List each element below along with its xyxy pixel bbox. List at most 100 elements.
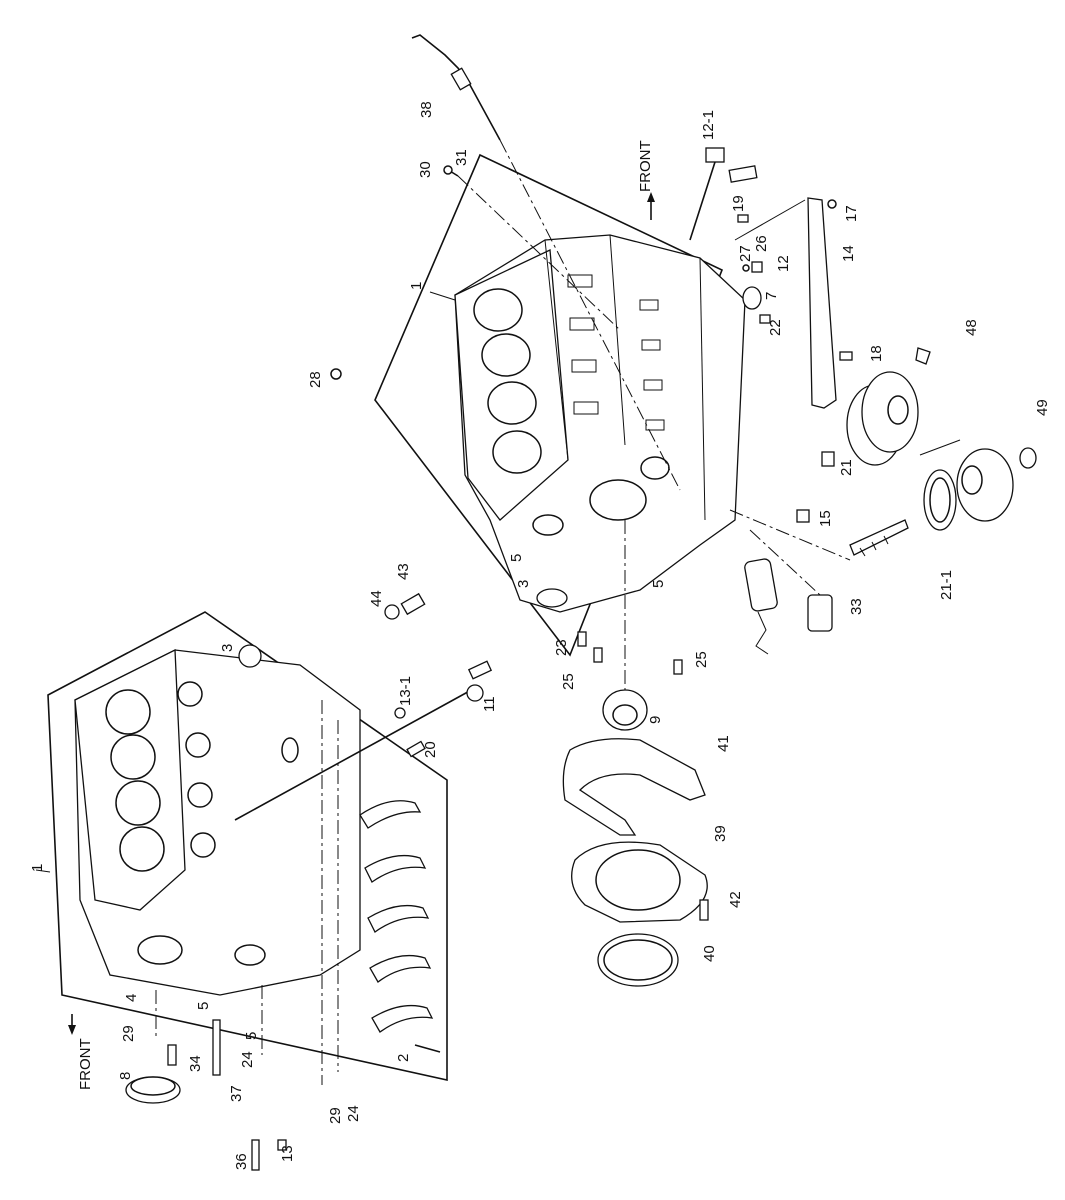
port	[639, 299, 659, 311]
boss	[532, 514, 564, 536]
dowel	[673, 659, 683, 675]
upper-block-frame	[374, 153, 724, 657]
dowel	[577, 631, 587, 647]
callout-9: 9	[647, 716, 664, 724]
callout-48: 48	[963, 319, 980, 336]
rear-cover-gasket	[562, 738, 706, 836]
studs	[155, 985, 287, 1171]
callout-24-a: 24	[239, 1051, 256, 1068]
callout-20: 20	[422, 741, 439, 758]
callout-38: 38	[418, 101, 435, 118]
oil-pressure-sender	[689, 147, 758, 241]
callout-40: 40	[701, 945, 718, 962]
callout-4: 4	[123, 994, 140, 1002]
bracket	[796, 509, 810, 523]
drain-plug	[749, 529, 833, 632]
callout-34: 34	[187, 1055, 204, 1072]
callout-13-1: 13-1	[397, 676, 414, 706]
callout-5-c: 5	[195, 1002, 212, 1010]
main-bearing-caps	[359, 800, 434, 1033]
dipstick-tube	[443, 165, 621, 331]
dipstick	[411, 34, 681, 491]
upper-engine-block	[374, 153, 746, 657]
callout-21: 21	[838, 459, 855, 476]
callout-22: 22	[767, 319, 784, 336]
lower-block-deck	[74, 648, 186, 911]
callout-11: 11	[481, 696, 498, 712]
callout-29-a: 29	[120, 1025, 137, 1042]
cylinder-bore	[481, 333, 531, 377]
cylinder-bore	[473, 288, 523, 332]
callout-14: 14	[840, 245, 857, 262]
callout-15: 15	[817, 510, 834, 527]
callout-7: 7	[763, 292, 780, 300]
oil-cooler-housing	[923, 448, 1014, 531]
cylinder-bore	[487, 381, 537, 425]
front-arrows	[68, 192, 655, 1035]
rear-main-seal-housing	[571, 841, 709, 923]
callout-37: 37	[228, 1085, 245, 1102]
callout-2: 2	[395, 1054, 412, 1062]
port	[569, 317, 595, 331]
callout-1-upper: 1	[408, 282, 425, 290]
callout-33: 33	[848, 598, 865, 615]
callout-30: 30	[417, 161, 434, 178]
callout-group: 38 30 31 12-1 19 17 27 26 12 14 7 22 48 …	[29, 101, 1051, 1170]
callout-5-b: 5	[650, 580, 667, 588]
callout-13: 13	[279, 1145, 296, 1162]
callout-29-b: 29	[327, 1107, 344, 1124]
front-label-lower: FRONT	[77, 1038, 94, 1090]
lower-engine-block	[47, 611, 448, 1081]
dowel	[593, 647, 603, 663]
port	[643, 379, 663, 391]
callout-5-d: 5	[243, 1032, 260, 1040]
callout-26: 26	[753, 235, 770, 252]
cylinder-bore	[492, 430, 542, 474]
callout-39: 39	[712, 825, 729, 842]
callout-23: 23	[553, 639, 570, 656]
leader-lines	[35, 291, 961, 873]
callout-31: 31	[453, 149, 470, 166]
filter-nipple	[821, 451, 835, 467]
port	[645, 419, 665, 431]
callout-3-lower: 3	[219, 644, 236, 652]
callout-27: 27	[737, 245, 754, 262]
rear-seal	[602, 520, 648, 731]
port	[641, 339, 661, 351]
port	[573, 401, 599, 415]
lower-block-frame	[47, 611, 448, 1081]
knock-sensor	[744, 558, 778, 655]
oil-pan-rail-gasket	[734, 197, 837, 409]
cylinder-bore	[115, 780, 161, 826]
callout-1-lower: 1	[29, 864, 46, 872]
cylinder-bore	[119, 826, 165, 872]
callout-21-1: 21-1	[938, 570, 955, 600]
callout-49: 49	[1034, 399, 1051, 416]
port	[571, 359, 597, 373]
callout-24-b: 24	[345, 1105, 362, 1122]
callout-25-b: 25	[693, 651, 710, 668]
callout-19: 19	[730, 195, 747, 212]
cylinder-bore	[110, 734, 156, 780]
rear-main-seal	[597, 933, 679, 987]
front-label-upper: FRONT	[637, 140, 654, 192]
callout-17: 17	[843, 205, 860, 222]
lower-hardware	[234, 592, 493, 1085]
callout-18: 18	[868, 345, 885, 362]
callout-5-a: 5	[508, 554, 525, 562]
filter-stud	[729, 509, 909, 561]
callout-8: 8	[117, 1072, 134, 1080]
small-hardware	[330, 214, 1037, 469]
callout-25-a: 25	[560, 673, 577, 690]
callout-43: 43	[395, 563, 412, 580]
cylinder-bore	[105, 689, 151, 735]
callout-36: 36	[233, 1153, 250, 1170]
oil-filter	[846, 371, 919, 466]
rear-main-boss	[589, 479, 647, 521]
callout-44: 44	[368, 590, 385, 607]
callout-41: 41	[715, 735, 732, 752]
callout-12-1: 12-1	[700, 110, 717, 140]
callout-3-upper: 3	[515, 580, 532, 588]
